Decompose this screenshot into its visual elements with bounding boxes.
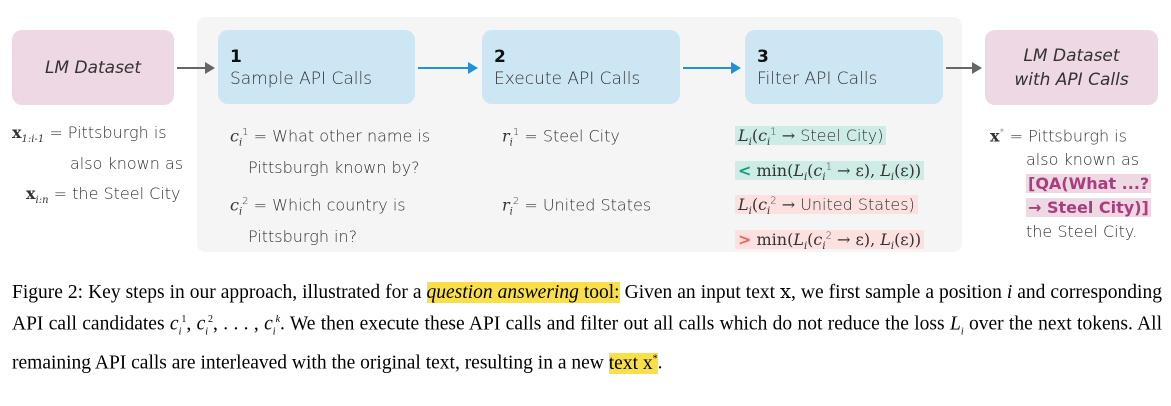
caption-text: and corresponding API call candidates — [12, 282, 1162, 335]
call-candidate-1: ci1 = What other name is Pittsburgh know… — [230, 126, 431, 177]
text: = Steel City — [524, 126, 620, 146]
sup: 1 — [825, 161, 832, 173]
output-label: with API Calls — [1014, 69, 1129, 90]
output-label: LM Dataset — [1023, 45, 1120, 66]
arrow-icon — [177, 62, 215, 74]
input-dataset-box: LM Dataset — [12, 30, 174, 105]
highlight-text: text — [608, 352, 643, 374]
step-label: Filter API Calls — [757, 69, 878, 89]
sup: 2 — [770, 196, 777, 207]
step-number: 1 — [230, 47, 242, 67]
greater-than: > — [738, 229, 752, 249]
caption-text: , we first sample a position — [791, 282, 1007, 303]
text: Pittsburgh known by? — [248, 157, 420, 177]
highlight-text: tool: — [578, 282, 620, 303]
step-number: 3 — [757, 47, 769, 67]
output-dataset-box: LM Dataset with API Calls — [985, 30, 1158, 105]
text: = Pittsburgh is — [1009, 126, 1127, 146]
input-prefix: x1:i-1 = Pittsburgh is also known as — [12, 121, 183, 176]
caption-text: Given an input text — [619, 282, 781, 303]
text: = Pittsburgh is — [49, 123, 167, 142]
step-label: Sample API Calls — [230, 69, 373, 89]
text: United States) — [800, 195, 915, 215]
caption-text: over the next tokens. All remaining API … — [12, 313, 1163, 374]
text: = Which country is — [253, 195, 406, 215]
text: = United States — [524, 195, 652, 215]
step-label: Execute API Calls — [494, 69, 641, 89]
highlight-text: question answering — [426, 282, 579, 303]
text: also known as — [1026, 150, 1140, 170]
sup: 1 — [512, 127, 520, 138]
arrow-icon — [418, 62, 478, 74]
var-x: x — [26, 184, 36, 203]
caption-text: Figure 2: Key steps in our approach, ill… — [12, 282, 427, 303]
var-x: x — [12, 123, 22, 142]
call-candidate-2: ci2 = Which country is Pittsburgh in? — [230, 195, 406, 246]
var-x: x — [990, 126, 1000, 146]
text: also known as — [70, 154, 184, 174]
caption-text: . — [657, 352, 663, 374]
subscript: 1:i-1 — [21, 134, 45, 146]
api-call-text: [QA(What ...? — [1026, 174, 1152, 194]
caption-text: . We then execute these API calls and fi… — [280, 313, 950, 335]
text: Pittsburgh in? — [248, 226, 358, 246]
text: = What other name is — [253, 126, 431, 146]
filter-kept: Li(ci1 → Steel City) < min(Li(ci1 → ε), … — [735, 121, 925, 190]
text: = the Steel City — [53, 184, 181, 203]
arrow-icon — [946, 62, 982, 74]
api-call-text: → Steel City)] — [1026, 198, 1151, 218]
sup: 2 — [825, 230, 832, 242]
call-result-2: ri2 = United States — [502, 195, 652, 218]
figure-caption: Figure 2: Key steps in our approach, ill… — [12, 280, 1163, 374]
subscript: i:n — [35, 195, 49, 207]
sup: 2 — [512, 196, 520, 207]
input-dataset-label: LM Dataset — [44, 57, 142, 78]
less-than: < — [738, 160, 752, 180]
sup: 1 — [770, 127, 777, 138]
arrow-icon — [683, 62, 741, 74]
output-text: x* = Pittsburgh is also known as [QA(Wha… — [990, 126, 1152, 242]
call-result-1: ri1 = Steel City — [502, 126, 620, 149]
sup: 2 — [242, 196, 249, 207]
input-suffix: xi:n = the Steel City — [26, 182, 181, 213]
text: the Steel City. — [1026, 222, 1138, 242]
step-number: 2 — [494, 47, 506, 67]
sup: 1 — [242, 127, 249, 138]
filter-rejected: Li(ci2 → United States) > min(Li(ci2 → ε… — [735, 190, 925, 259]
text: Steel City) — [800, 126, 884, 146]
